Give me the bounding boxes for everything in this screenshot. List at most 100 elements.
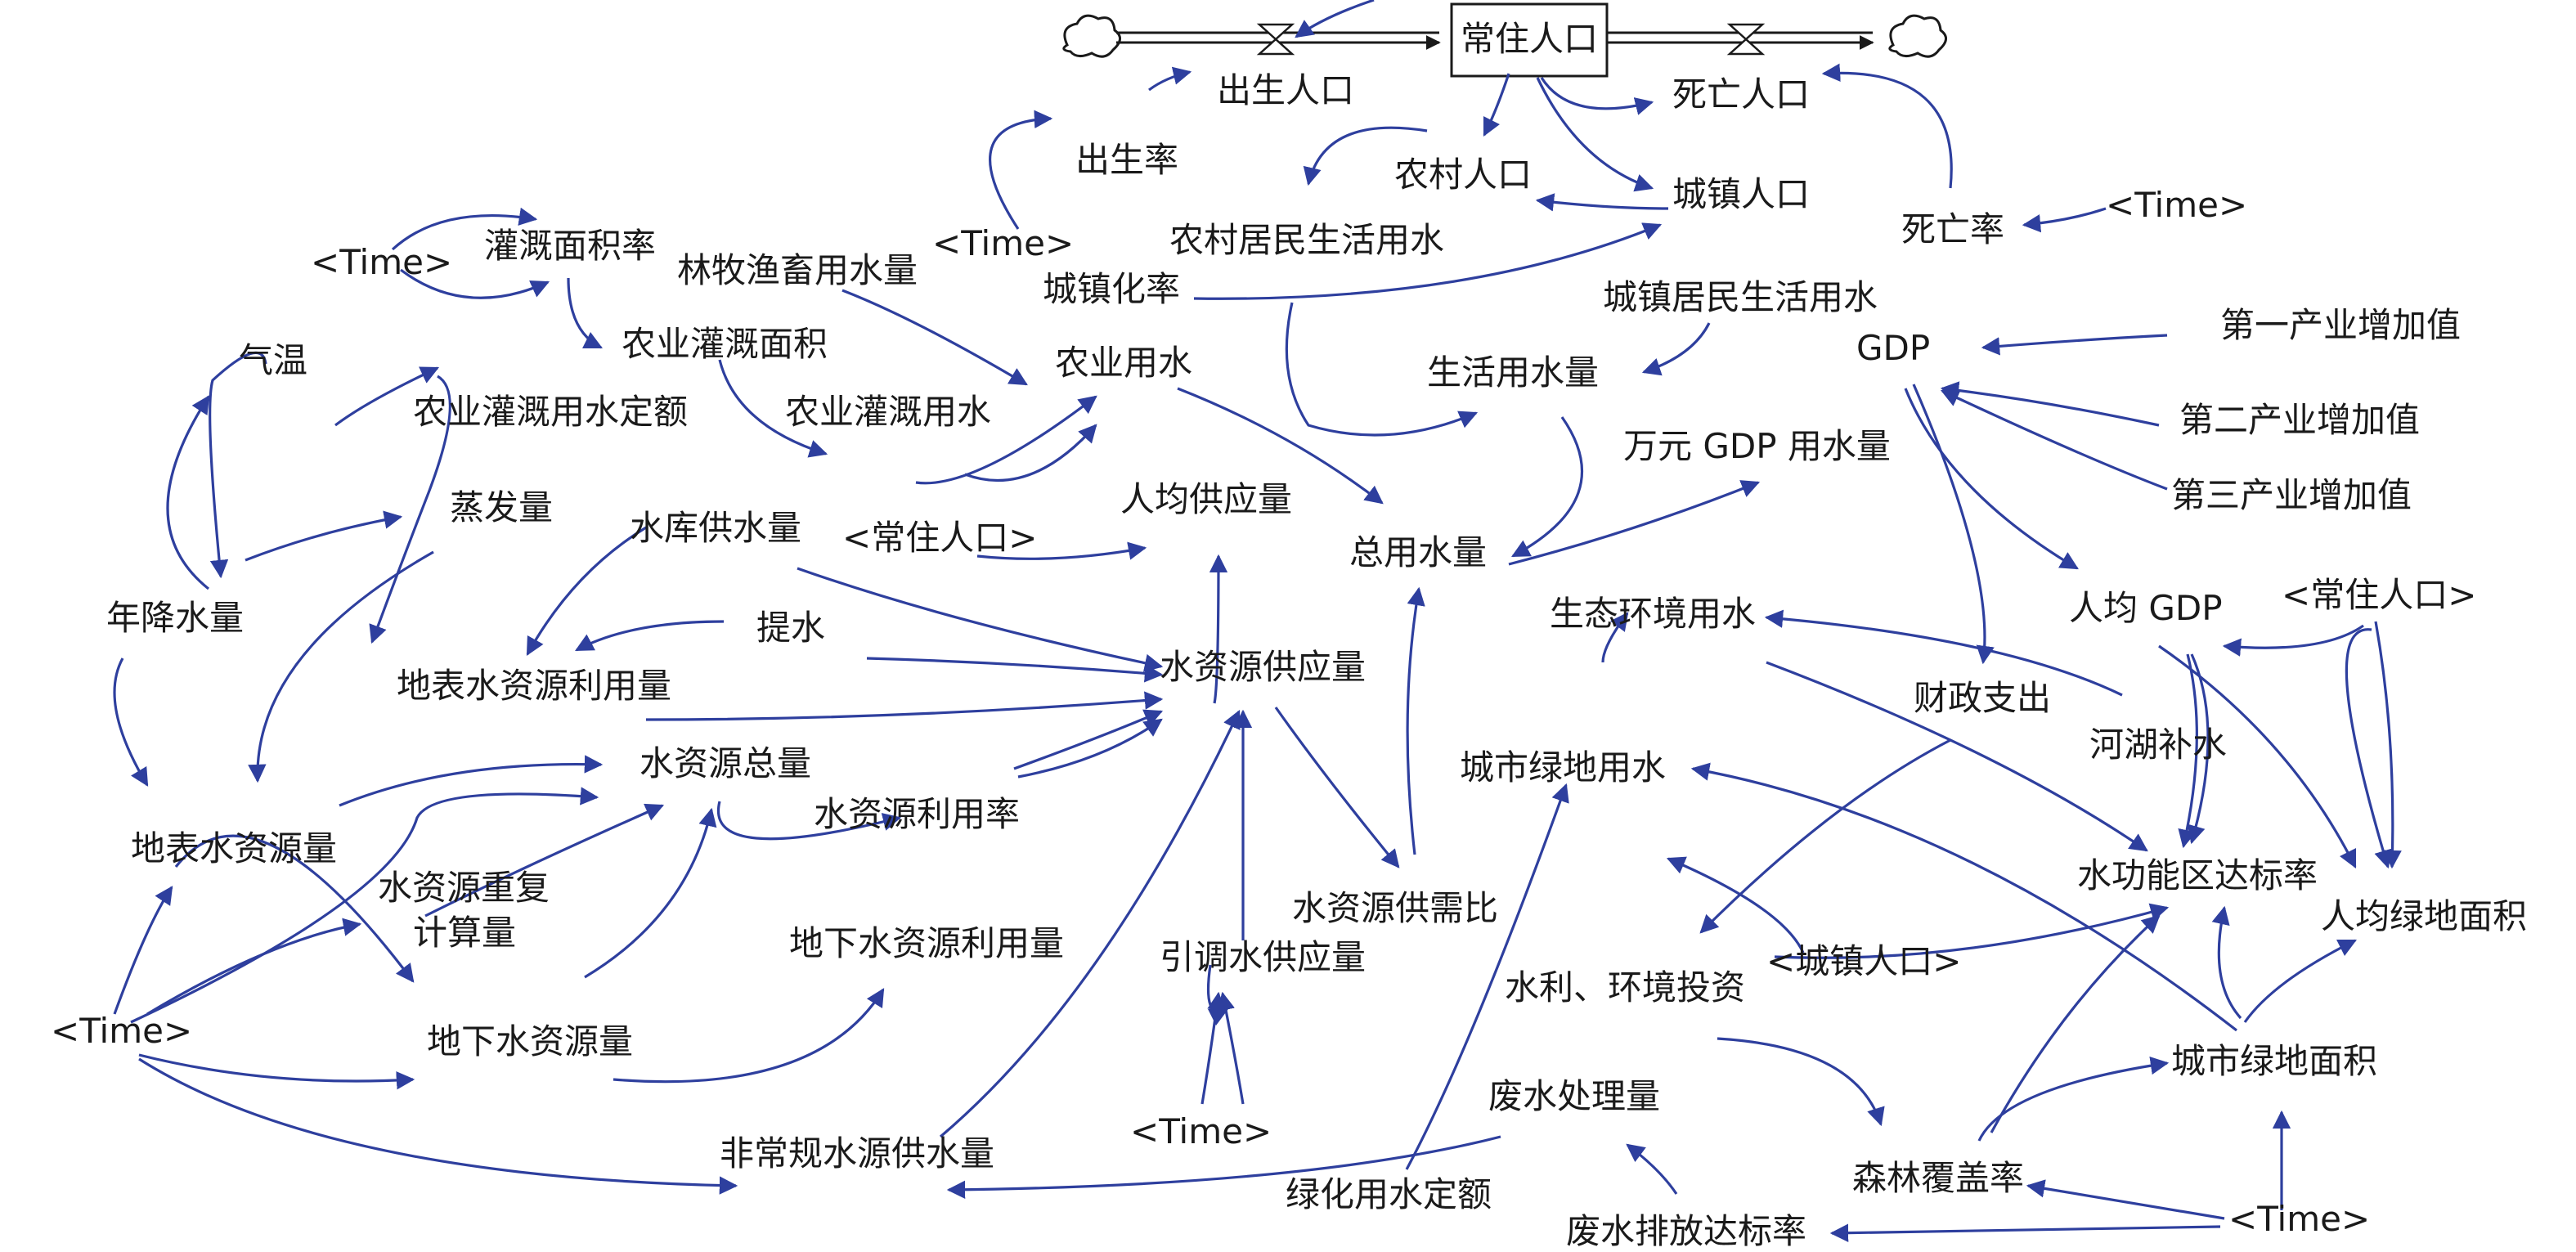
causal-link [138, 1053, 415, 1090]
node-fiscal-spending: 财政支出 [1914, 678, 2051, 718]
inflow-valve-icon [1256, 23, 1295, 56]
node-annual-precipitation: 年降水量 [106, 598, 244, 638]
node-total-water: 总用水量 [1349, 532, 1487, 572]
causal-link [1177, 387, 1384, 505]
variable-labels: 出生人口 死亡人口 出生率 农村人口 城镇人口 死亡率 <Time> <Time… [51, 70, 2527, 1251]
node-agri-irrigation-quota: 农业灌溉用水定额 [413, 392, 688, 432]
causal-link [841, 289, 1028, 386]
node-per-capita-supply: 人均供应量 [1120, 479, 1292, 519]
source-cloud-icon [1062, 14, 1121, 58]
causal-link [1508, 480, 1761, 566]
causal-link [946, 1135, 1501, 1199]
node-time-left: <Time> [51, 1011, 192, 1051]
causal-link [334, 366, 440, 427]
node-gdp: GDP [1856, 328, 1930, 368]
causal-link [915, 395, 1097, 485]
causal-link [1285, 302, 1479, 437]
sink-cloud-icon [1888, 14, 1947, 58]
causal-link [1405, 783, 1569, 1170]
causal-link [2345, 628, 2392, 869]
node-repeat-calculation-line2: 计算量 [413, 913, 516, 953]
node-time-bottom: <Time> [2228, 1199, 2370, 1239]
node-temperature: 气温 [239, 340, 307, 380]
causal-link [1666, 856, 1805, 954]
causal-link [2222, 624, 2364, 657]
causal-link [1013, 709, 1164, 770]
causal-link [1829, 1223, 2221, 1242]
node-supply-demand-ratio: 水资源供需比 [1292, 888, 1498, 928]
node-urban-population: 城镇人口 [1672, 174, 1810, 214]
causal-link [113, 657, 149, 787]
node-forest-coverage: 森林覆盖率 [1852, 1158, 2024, 1198]
node-surface-water: 地表水资源量 [131, 828, 337, 868]
causal-link [1216, 991, 1245, 1105]
causal-link [1821, 63, 1953, 189]
causal-link [718, 359, 828, 458]
causal-link [716, 801, 902, 841]
node-birth-population: 出生人口 [1217, 70, 1354, 110]
causal-link [1717, 1037, 1885, 1127]
causal-link [1295, 0, 1375, 38]
causal-link [797, 567, 1164, 672]
causal-link [1193, 222, 1663, 300]
causal-link [1303, 126, 1428, 186]
causal-link [866, 657, 1164, 683]
causal-link [1912, 384, 1995, 665]
causal-link [1601, 612, 1629, 663]
causal-link [1904, 388, 2079, 570]
node-water-utilization-rate: 水资源利用率 [814, 794, 1020, 834]
causal-link [1990, 914, 2161, 1133]
causal-link [2374, 621, 2402, 869]
node-birth-rate: 出生率 [1075, 140, 1178, 180]
causal-link [1940, 389, 2168, 491]
causal-link [424, 803, 665, 918]
causal-link [2158, 644, 2357, 869]
node-pumping: 提水 [756, 608, 825, 648]
causal-link [1981, 334, 2168, 356]
node-per-capita-green: 人均绿地面积 [2321, 896, 2527, 936]
node-per-capita-gdp: 人均 GDP [2069, 588, 2223, 628]
node-urban-pop-shadow: <城镇人口> [1766, 941, 1961, 981]
node-domestic-water: 生活用水量 [1427, 352, 1599, 393]
causal-link [2243, 939, 2358, 1023]
node-urban-green-water: 城市绿地用水 [1460, 747, 1666, 788]
causal-link [146, 918, 362, 1016]
node-water-supply: 水资源供应量 [1160, 647, 1366, 687]
population-stock-flow: 常住人口 [1062, 2, 1947, 78]
causal-link [1017, 718, 1163, 779]
stock-box [1450, 2, 1609, 78]
node-time-death: <Time> [2106, 185, 2247, 225]
node-repeat-calculation-line1: 水资源重复 [378, 868, 550, 908]
node-unconventional-supply: 非常规水源供水量 [720, 1133, 994, 1173]
node-total-water-resources: 水资源总量 [640, 743, 811, 783]
causal-link [645, 691, 1164, 721]
node-water-per-gdp: 万元 GDP 用水量 [1623, 426, 1891, 466]
node-forestry-water: 林牧渔畜用水量 [677, 250, 918, 290]
node-secondary-industry: 第二产业增加值 [2179, 400, 2420, 440]
node-surface-water-use: 地表水资源利用量 [397, 666, 671, 706]
causal-link [1148, 66, 1192, 92]
causal-link [2211, 905, 2242, 1020]
causal-link [2026, 1179, 2225, 1220]
causal-link [1626, 1143, 1678, 1195]
node-evaporation: 蒸发量 [450, 487, 553, 527]
causal-link [391, 207, 538, 251]
causal-link [939, 709, 1241, 1138]
node-agri-irrigation-water: 农业灌溉用水 [785, 392, 991, 432]
causal-link [1200, 991, 1226, 1105]
causal-link [575, 620, 725, 652]
causal-link [1766, 661, 2148, 852]
node-greening-quota: 绿化用水定额 [1286, 1174, 1492, 1214]
causal-link [584, 807, 717, 979]
causal-link [1641, 322, 1711, 376]
node-urbanization-rate: 城镇化率 [1043, 269, 1180, 309]
node-urban-green-area: 城市绿地面积 [2171, 1041, 2377, 1081]
node-rural-population: 农村人口 [1394, 155, 1532, 195]
causal-link [1540, 77, 1654, 115]
node-water-env-investment: 水利、环境投资 [1505, 967, 1745, 1007]
outflow-valve-icon [1726, 23, 1766, 56]
node-primary-industry: 第一产业增加值 [2220, 305, 2461, 345]
causal-link [245, 510, 403, 562]
stock-label: 常住人口 [1461, 19, 1598, 59]
